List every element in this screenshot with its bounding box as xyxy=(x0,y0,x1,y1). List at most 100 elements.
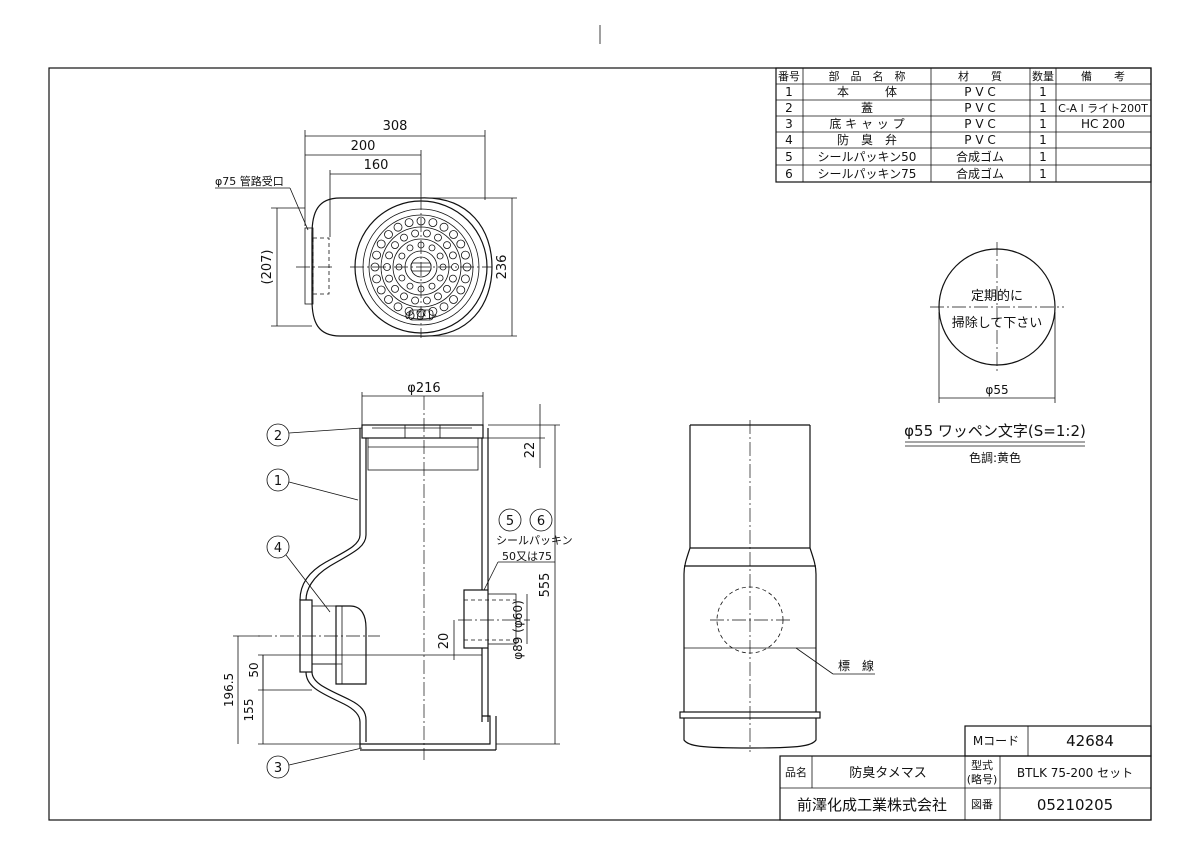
table-row-material: P V C xyxy=(964,101,995,115)
table-row-qty: 1 xyxy=(1039,150,1047,164)
mcode-label: Mコード xyxy=(973,734,1019,748)
top-inlet-hidden xyxy=(312,237,330,295)
dim-555: 555 xyxy=(538,573,553,598)
side-lid-skirt xyxy=(367,437,479,471)
lid-grate-hole xyxy=(443,241,451,250)
table-row-no: 2 xyxy=(785,101,793,115)
callout-1-label: 1 xyxy=(274,474,282,489)
table-row-qty: 1 xyxy=(1039,85,1047,99)
lid-grate-hole xyxy=(411,296,420,305)
lid-grate-hole xyxy=(404,218,414,228)
table-row-material: P V C xyxy=(964,85,995,99)
dim-216: φ216 xyxy=(407,381,440,396)
side-body-left-lower xyxy=(311,671,367,742)
badge-color-note: 色調:黄色 xyxy=(969,451,1021,465)
model-label-sub: (略号) xyxy=(967,772,998,786)
model-label: 型式 xyxy=(971,758,993,772)
side-trap-valve xyxy=(335,605,367,685)
name-label: 品名 xyxy=(785,765,807,779)
lid-grate-hole xyxy=(428,282,436,290)
lid-grate-hole xyxy=(384,230,393,239)
side-bottom-cap xyxy=(360,715,491,745)
lid-grate-hole xyxy=(406,282,414,290)
lid-grate-hole xyxy=(448,251,457,260)
name-value: 防臭タメマス xyxy=(849,765,927,781)
table-header-qty: 数量 xyxy=(1032,70,1054,83)
lid-grate-hole xyxy=(439,222,449,232)
lid-grate-hole xyxy=(376,239,386,249)
table-row-name: 蓋 xyxy=(861,101,873,115)
table-row-no: 6 xyxy=(785,167,793,181)
lid-grate-hole xyxy=(436,274,444,282)
lid-grate-hole xyxy=(422,229,431,238)
callout-6 xyxy=(529,508,553,532)
lid-grate-hole xyxy=(448,274,457,283)
lid-grate-hole xyxy=(460,274,470,284)
seal-note: 50又は75 xyxy=(502,550,552,563)
table-row-name: 本 体 xyxy=(837,85,897,99)
dim-308: 308 xyxy=(383,119,408,134)
table-row-no: 5 xyxy=(785,150,793,164)
title-block: Mコード 42684 品名 防臭タメマス 型式 (略号) BTLK 75-200… xyxy=(779,725,1152,821)
callout-2 xyxy=(266,423,290,447)
table-row-material: P V C xyxy=(964,117,995,131)
lid-grate-hole xyxy=(428,218,438,228)
lid-grate-hole xyxy=(449,295,458,304)
table-row-name: シールパッキン50 xyxy=(818,150,917,164)
lid-grate-hole xyxy=(393,302,403,312)
lid-grate-hole xyxy=(400,292,408,301)
table-row-material: P V C xyxy=(964,133,995,147)
dim-22: 22 xyxy=(523,442,538,459)
side-outlet-pipe xyxy=(487,593,517,645)
table-header-note: 備 考 xyxy=(1081,70,1125,83)
lid-grate-hole xyxy=(411,229,420,238)
badge-text-line2: 掃除して下さい xyxy=(952,315,1043,331)
callout-6-label: 6 xyxy=(537,514,545,529)
lid-grate-hole xyxy=(456,239,466,249)
dim-236: 236 xyxy=(495,255,510,280)
side-body-left-upper xyxy=(305,438,367,601)
side-outlet-seal xyxy=(463,589,489,649)
callout-1 xyxy=(266,468,290,492)
lid-grate-hole xyxy=(391,284,399,293)
lid-grate-hole xyxy=(449,230,458,239)
lid-grate-hole xyxy=(406,244,414,252)
model-value: BTLK 75-200 セット xyxy=(1017,766,1133,780)
lid-grate-hole xyxy=(436,252,444,260)
table-row-no: 3 xyxy=(785,117,793,131)
dim-160: 160 xyxy=(364,158,389,173)
company-name: 前澤化成工業株式会社 xyxy=(797,796,947,814)
callout-5 xyxy=(498,508,522,532)
table-row-no: 1 xyxy=(785,85,793,99)
table-row-qty: 1 xyxy=(1039,133,1047,147)
lid-grate-hole xyxy=(434,233,442,242)
inlet-label: φ75 管路受口 xyxy=(215,174,284,188)
callout-2-label: 2 xyxy=(274,429,282,444)
dim-155: 155 xyxy=(242,699,256,722)
callout-5-label: 5 xyxy=(506,514,514,529)
callout-4 xyxy=(266,535,290,559)
lid-grate-hole xyxy=(443,284,451,293)
table-row-name: 防 臭 弁 xyxy=(837,132,897,147)
dim-55: φ55 xyxy=(985,383,1008,397)
lid-grate-hole xyxy=(385,251,394,260)
lid-grate-hole xyxy=(393,222,403,232)
dim-1965: 196.5 xyxy=(222,673,236,707)
table-row-note: HC 200 xyxy=(1081,117,1125,131)
front-bottom-cap xyxy=(683,718,817,749)
lid-grate-hole xyxy=(456,285,466,295)
lid-grate-hole xyxy=(400,233,408,242)
table-row-note: C-A l ライト200T xyxy=(1058,102,1148,115)
table-header-no: 番号 xyxy=(778,70,800,83)
front-body-right xyxy=(809,547,817,712)
callout-3 xyxy=(266,755,290,779)
lid-grate-hole xyxy=(376,285,386,295)
table-row-qty: 1 xyxy=(1039,117,1047,131)
lid-grate-hole xyxy=(398,274,406,282)
side-view: φ216 22 555 20 φ89 (φ60) 50 155 196.5 2 … xyxy=(222,381,573,779)
table-row-material: 合成ゴム xyxy=(956,166,1004,181)
badge-caption: φ55 ワッペン文字(S=1:2) xyxy=(904,422,1086,440)
badge-detail: 定期的に 掃除して下さい φ55 φ55 ワッペン文字(S=1:2) 色調:黄色 xyxy=(904,242,1086,465)
mcode-value: 42684 xyxy=(1066,732,1114,750)
